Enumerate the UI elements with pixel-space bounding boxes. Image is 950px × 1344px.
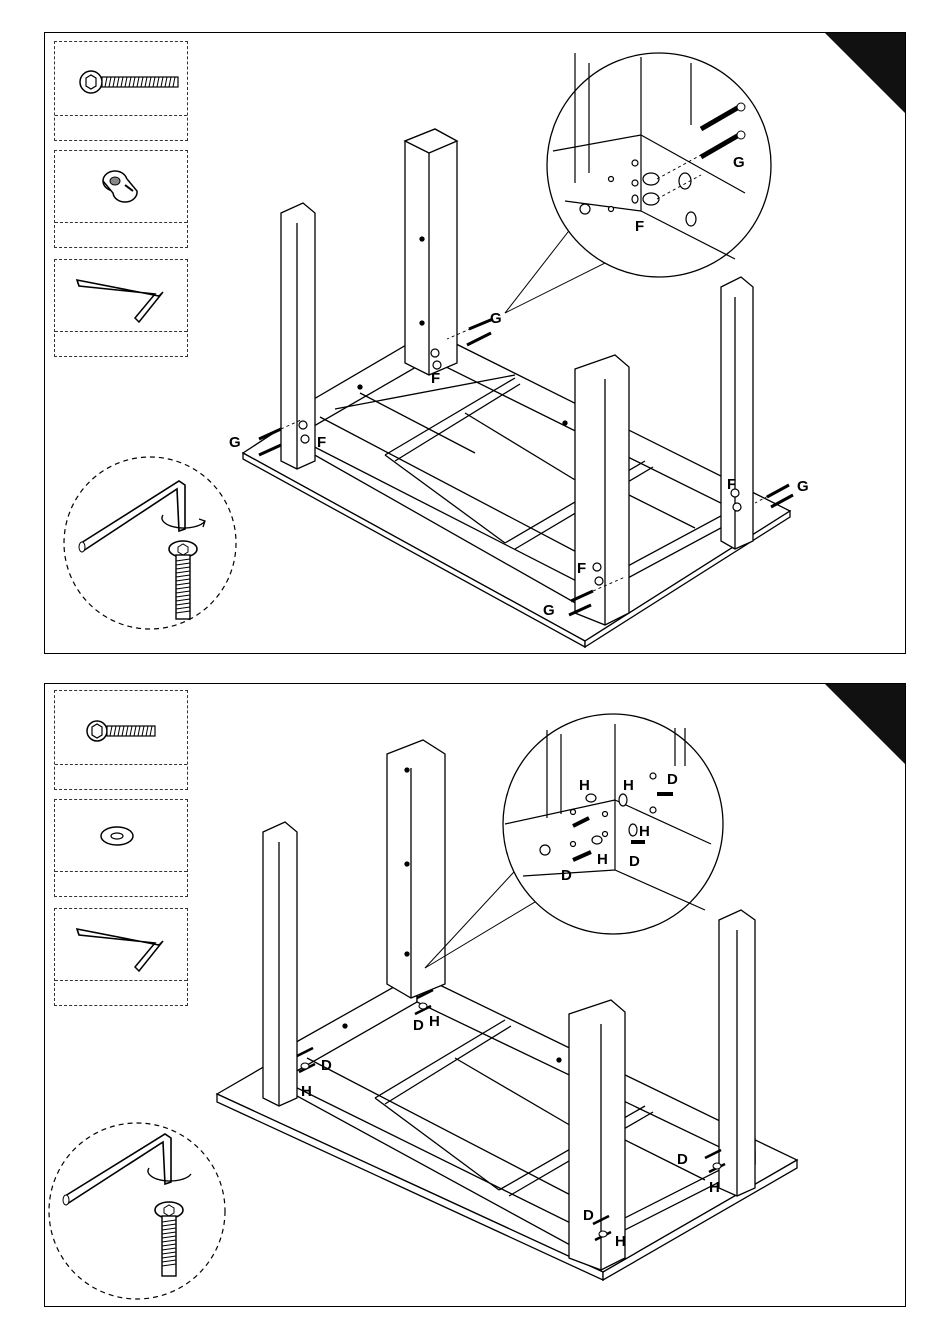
label-h: H [623,777,634,794]
step-2-illustration: D H D H D H D H H H D H H D D [45,684,907,1308]
zoom-detail-circle [505,53,771,313]
label-h: H [579,777,590,794]
label-g: G [490,310,502,327]
label-f: F [727,476,736,493]
step-1-illustration: G F G F F G F G F G [45,33,907,655]
label-h: H [429,1013,440,1030]
label-d: D [561,867,572,884]
label-g: G [543,602,555,619]
label-d: D [667,771,678,788]
label-d: D [629,853,640,870]
tool-detail-circle [49,1123,225,1299]
label-f: F [431,370,440,387]
label-h: H [301,1083,312,1100]
assembly-step-2: D H D H D H D H H H D H H D D [44,683,906,1307]
label-f: F [635,218,644,235]
label-d: D [583,1207,594,1224]
label-d: D [677,1151,688,1168]
label-h: H [615,1233,626,1250]
label-g: G [733,154,745,171]
label-d: D [321,1057,332,1074]
label-d: D [413,1017,424,1034]
label-h: H [709,1179,720,1196]
label-h: H [597,851,608,868]
assembly-step-1: G F G F F G F G F G [44,32,906,654]
label-f: F [317,434,326,451]
label-f: F [577,560,586,577]
label-h: H [639,823,650,840]
label-g: G [797,478,809,495]
tool-detail-circle [64,457,236,629]
zoom-detail-circle [425,714,723,968]
label-g: G [229,434,241,451]
